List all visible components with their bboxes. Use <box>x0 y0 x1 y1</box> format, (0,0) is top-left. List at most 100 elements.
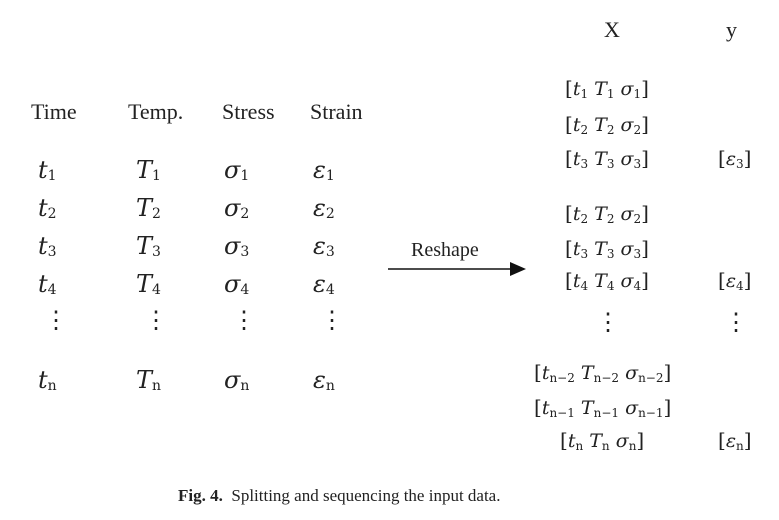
vec-symbol: σ <box>615 430 629 452</box>
y-target: [εn] <box>718 428 752 453</box>
vec-subscript: n <box>601 439 610 453</box>
bracket: ] <box>641 201 649 225</box>
bracket: [ <box>560 428 568 452</box>
vdots-y: ⋮ <box>724 308 748 336</box>
y-label: y <box>726 17 737 42</box>
cell-subscript: n <box>47 378 57 394</box>
vec-subscript: n−2 <box>549 371 575 385</box>
vec-symbol: t <box>541 397 550 419</box>
y-subscript: 3 <box>736 157 744 171</box>
y-target: [ε4] <box>718 268 751 293</box>
bracket: ] <box>743 428 752 452</box>
cell-temp: T1 <box>136 156 161 184</box>
cell-subscript: 2 <box>240 206 250 222</box>
cell-symbol: t <box>38 270 48 298</box>
cell-time: t3 <box>38 232 57 260</box>
x-vector: [t4 T4 σ4] <box>565 268 649 293</box>
arrow-head <box>510 262 526 276</box>
vec-symbol: t <box>572 270 581 292</box>
cell-subscript: 4 <box>47 282 57 298</box>
vec-subscript: 2 <box>633 123 642 137</box>
vec-subscript: n−1 <box>638 406 664 420</box>
vec-symbol: t <box>572 114 581 136</box>
x-vector: [tn−1 Tn−1 σn−1] <box>534 395 672 420</box>
cell-time: t1 <box>38 156 57 184</box>
cell-strain: ε2 <box>313 194 335 222</box>
cell-strain: εn <box>313 366 335 394</box>
vec-symbol: t <box>572 78 581 100</box>
cell-subscript: 2 <box>47 206 57 222</box>
bracket: [ <box>565 76 573 100</box>
header-stress: Stress <box>222 99 275 124</box>
vec-subscript: n <box>628 439 637 453</box>
vec-subscript: 4 <box>606 279 615 293</box>
y-symbol: ε <box>725 430 737 452</box>
cell-temp: T3 <box>136 232 161 260</box>
cell-symbol: t <box>38 156 48 184</box>
caption-label: Fig. 4. <box>178 486 223 505</box>
vdots-time: ⋮ <box>44 306 68 334</box>
bracket: ] <box>663 395 672 419</box>
cell-stress: σ3 <box>224 232 249 260</box>
vec-symbol: t <box>572 148 581 170</box>
vec-symbol: T <box>594 78 607 100</box>
cell-symbol: T <box>136 156 153 184</box>
cell-subscript: 1 <box>47 168 57 184</box>
cell-subscript: n <box>240 378 250 394</box>
vec-subscript: n−2 <box>593 371 620 385</box>
x-vector: [tn Tn σn] <box>560 428 644 453</box>
cell-subscript: 1 <box>325 168 335 184</box>
vec-subscript: 3 <box>606 157 615 171</box>
cell-time: t2 <box>38 194 57 222</box>
cell-subscript: 2 <box>325 206 335 222</box>
vdots-strain: ⋮ <box>320 306 344 334</box>
cell-stress: σn <box>224 366 249 394</box>
x-vector: [t3 T3 σ3] <box>565 236 649 261</box>
cell-symbol: ε <box>313 156 326 184</box>
cell-symbol: t <box>38 232 48 260</box>
vec-symbol: σ <box>625 397 639 419</box>
vec-subscript: n−2 <box>638 371 664 385</box>
y-subscript: 4 <box>736 279 744 293</box>
cell-symbol: σ <box>224 156 241 184</box>
header-time: Time <box>31 99 77 124</box>
x-vector: [tn−2 Tn−2 σn−2] <box>534 360 671 385</box>
caption-text: Splitting and sequencing the input data. <box>231 486 501 505</box>
cell-subscript: 1 <box>240 168 250 184</box>
cell-subscript: n <box>152 378 162 394</box>
bracket: [ <box>718 268 726 292</box>
cell-symbol: T <box>136 270 153 298</box>
vec-subscript: n−1 <box>549 406 575 420</box>
vec-subscript: 1 <box>606 87 615 101</box>
cell-symbol: T <box>136 366 153 394</box>
x-vector: [t2 T2 σ2] <box>565 112 649 137</box>
bracket: [ <box>718 428 726 452</box>
vec-subscript: 3 <box>633 247 642 261</box>
vec-subscript: 4 <box>580 279 589 293</box>
x-vector: [t2 T2 σ2] <box>565 201 649 226</box>
bracket: ] <box>641 146 649 170</box>
bracket: [ <box>565 112 573 136</box>
header-temp: Temp. <box>128 99 184 124</box>
vdots-stress: ⋮ <box>232 306 256 334</box>
cell-subscript: 2 <box>152 206 161 222</box>
cell-symbol: ε <box>313 270 326 298</box>
cell-symbol: t <box>38 366 48 394</box>
cell-temp: T2 <box>136 194 161 222</box>
vec-symbol: T <box>580 362 594 384</box>
cell-strain: ε3 <box>313 232 335 260</box>
vec-subscript: 2 <box>580 212 589 226</box>
x-label: X <box>604 17 620 42</box>
bracket: [ <box>565 268 573 292</box>
cell-temp: T4 <box>136 270 161 298</box>
vec-symbol: T <box>589 430 602 452</box>
vec-symbol: T <box>594 270 607 292</box>
vec-symbol: σ <box>625 362 639 384</box>
bracket: [ <box>565 201 573 225</box>
y-subscript: n <box>736 439 744 453</box>
vec-symbol: t <box>567 430 576 452</box>
vdots-temp: ⋮ <box>144 306 168 334</box>
vec-subscript: n <box>575 439 584 453</box>
bracket: [ <box>718 146 726 170</box>
bracket: [ <box>534 395 542 419</box>
